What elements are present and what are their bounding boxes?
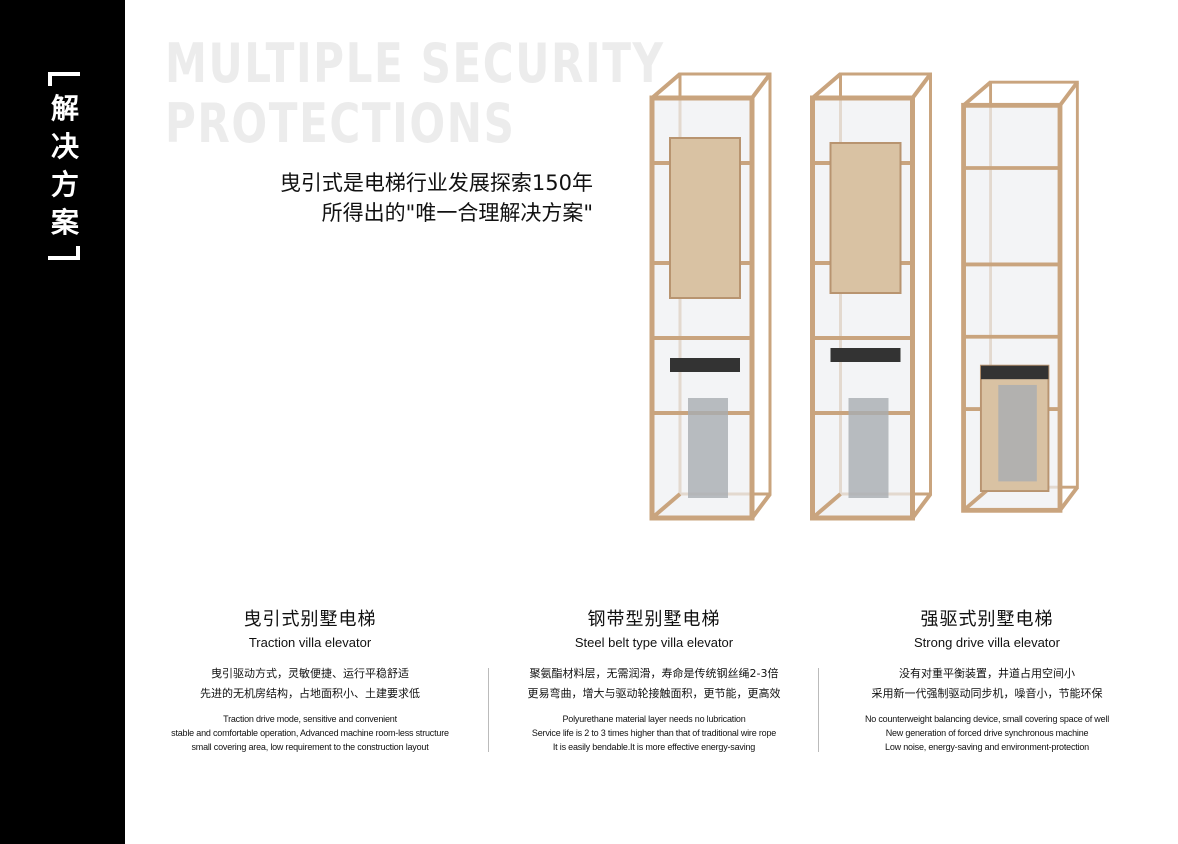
desc-en-line: New generation of forced drive synchrono… [885, 728, 1089, 738]
product-steel-belt: 钢带型别墅电梯 Steel belt type villa elevator 聚… [489, 605, 819, 754]
product-title-en: Steel belt type villa elevator [574, 635, 734, 650]
frame-edge [650, 72, 682, 100]
bg-line-1: MULTIPLE SECURITY [165, 32, 665, 95]
divider [488, 668, 489, 752]
divider [818, 668, 819, 752]
desc-cn-line: 没有对重平衡装置，井道占用空间小 [899, 667, 1075, 680]
bracket-open [48, 72, 80, 86]
rail-mechanism [688, 398, 728, 498]
traction-elevator-image [649, 72, 772, 521]
steel-belt-elevator-image [810, 72, 933, 521]
frame-front [649, 95, 755, 521]
desc-cn-line: 曳引驱动方式，灵敏便捷、运行平稳舒适 [211, 667, 409, 680]
product-strong-drive: 强驱式别墅电梯 Strong drive villa elevator 没有对重… [822, 605, 1152, 754]
title-char: 方 [50, 168, 79, 201]
frame-edge [910, 492, 933, 520]
title-char: 决 [50, 130, 79, 163]
product-traction: 曳引式别墅电梯 Traction villa elevator 曳引驱动方式，灵… [145, 605, 475, 754]
desc-en-line: It is easily bendable.It is more effecti… [552, 742, 756, 752]
bg-line-2: PROTECTIONS [165, 92, 516, 155]
sidebar: 解 决 方 案 [0, 0, 125, 844]
frame-edge [962, 80, 992, 107]
desc-en-line: Low noise, energy-saving and environment… [885, 742, 1089, 752]
elevator-cab [669, 137, 741, 299]
desc-en-line: small covering area, low requirement to … [191, 742, 429, 752]
frame-edge [750, 72, 772, 100]
frame-edge [1058, 486, 1079, 512]
product-title-cn: 曳引式别墅电梯 [243, 609, 377, 630]
elevator-cab [829, 142, 902, 294]
headline-line-1: 曳引式是电梯行业发展探索150年 [279, 171, 593, 195]
product-title-en: Traction villa elevator [248, 635, 372, 650]
frame-edge [811, 492, 842, 520]
rail-mechanism [848, 398, 889, 498]
title-char: 案 [50, 206, 79, 239]
headline-line-2: 所得出的"唯一合理解决方案" [321, 201, 593, 225]
product-title-en: Strong drive villa elevator [914, 635, 1060, 650]
background-watermark-text: MULTIPLE SECURITY PROTECTIONS [165, 34, 665, 154]
desc-cn-line: 先进的无机房结构，占地面积小、土建要求低 [200, 687, 420, 700]
rail-mechanism [998, 384, 1037, 482]
frame-edge [650, 492, 682, 520]
desc-en-line: Polyurethane material layer needs no lub… [562, 714, 746, 724]
machine-beam [670, 358, 740, 372]
desc-cn-line: 采用新一代强制驱动同步机，噪音小，节能环保 [871, 687, 1103, 700]
frame-edge [1058, 81, 1079, 107]
frame-front [961, 102, 1063, 513]
frame-front [810, 95, 915, 521]
strong-drive-elevator-image [961, 80, 1079, 513]
desc-en-line: Traction drive mode, sensitive and conve… [223, 714, 397, 724]
product-title-cn: 钢带型别墅电梯 [587, 609, 721, 630]
bracket-close [48, 246, 80, 260]
desc-cn-line: 聚氨酯材料层，无需润滑，寿命是传统钢丝绳2-3倍 [529, 667, 779, 680]
frame-edge [750, 492, 772, 520]
section-title: 解 决 方 案 [48, 72, 82, 260]
frame-edge [811, 72, 842, 100]
product-title-cn: 强驱式别墅电梯 [920, 609, 1054, 630]
headline: 曳引式是电梯行业发展探索150年 所得出的"唯一合理解决方案" [258, 168, 593, 228]
desc-en-line: stable and comfortable operation, Advanc… [171, 728, 449, 738]
title-char: 解 [50, 92, 79, 125]
frame-edge [910, 72, 933, 100]
machine-beam [830, 348, 901, 362]
machine-beam [980, 365, 1049, 380]
desc-en-line: Service life is 2 to 3 times higher than… [531, 728, 777, 738]
desc-cn-line: 更易弯曲，增大与驱动轮接触面积，更节能，更高效 [527, 687, 781, 700]
desc-en-line: No counterweight balancing device, small… [864, 714, 1110, 724]
